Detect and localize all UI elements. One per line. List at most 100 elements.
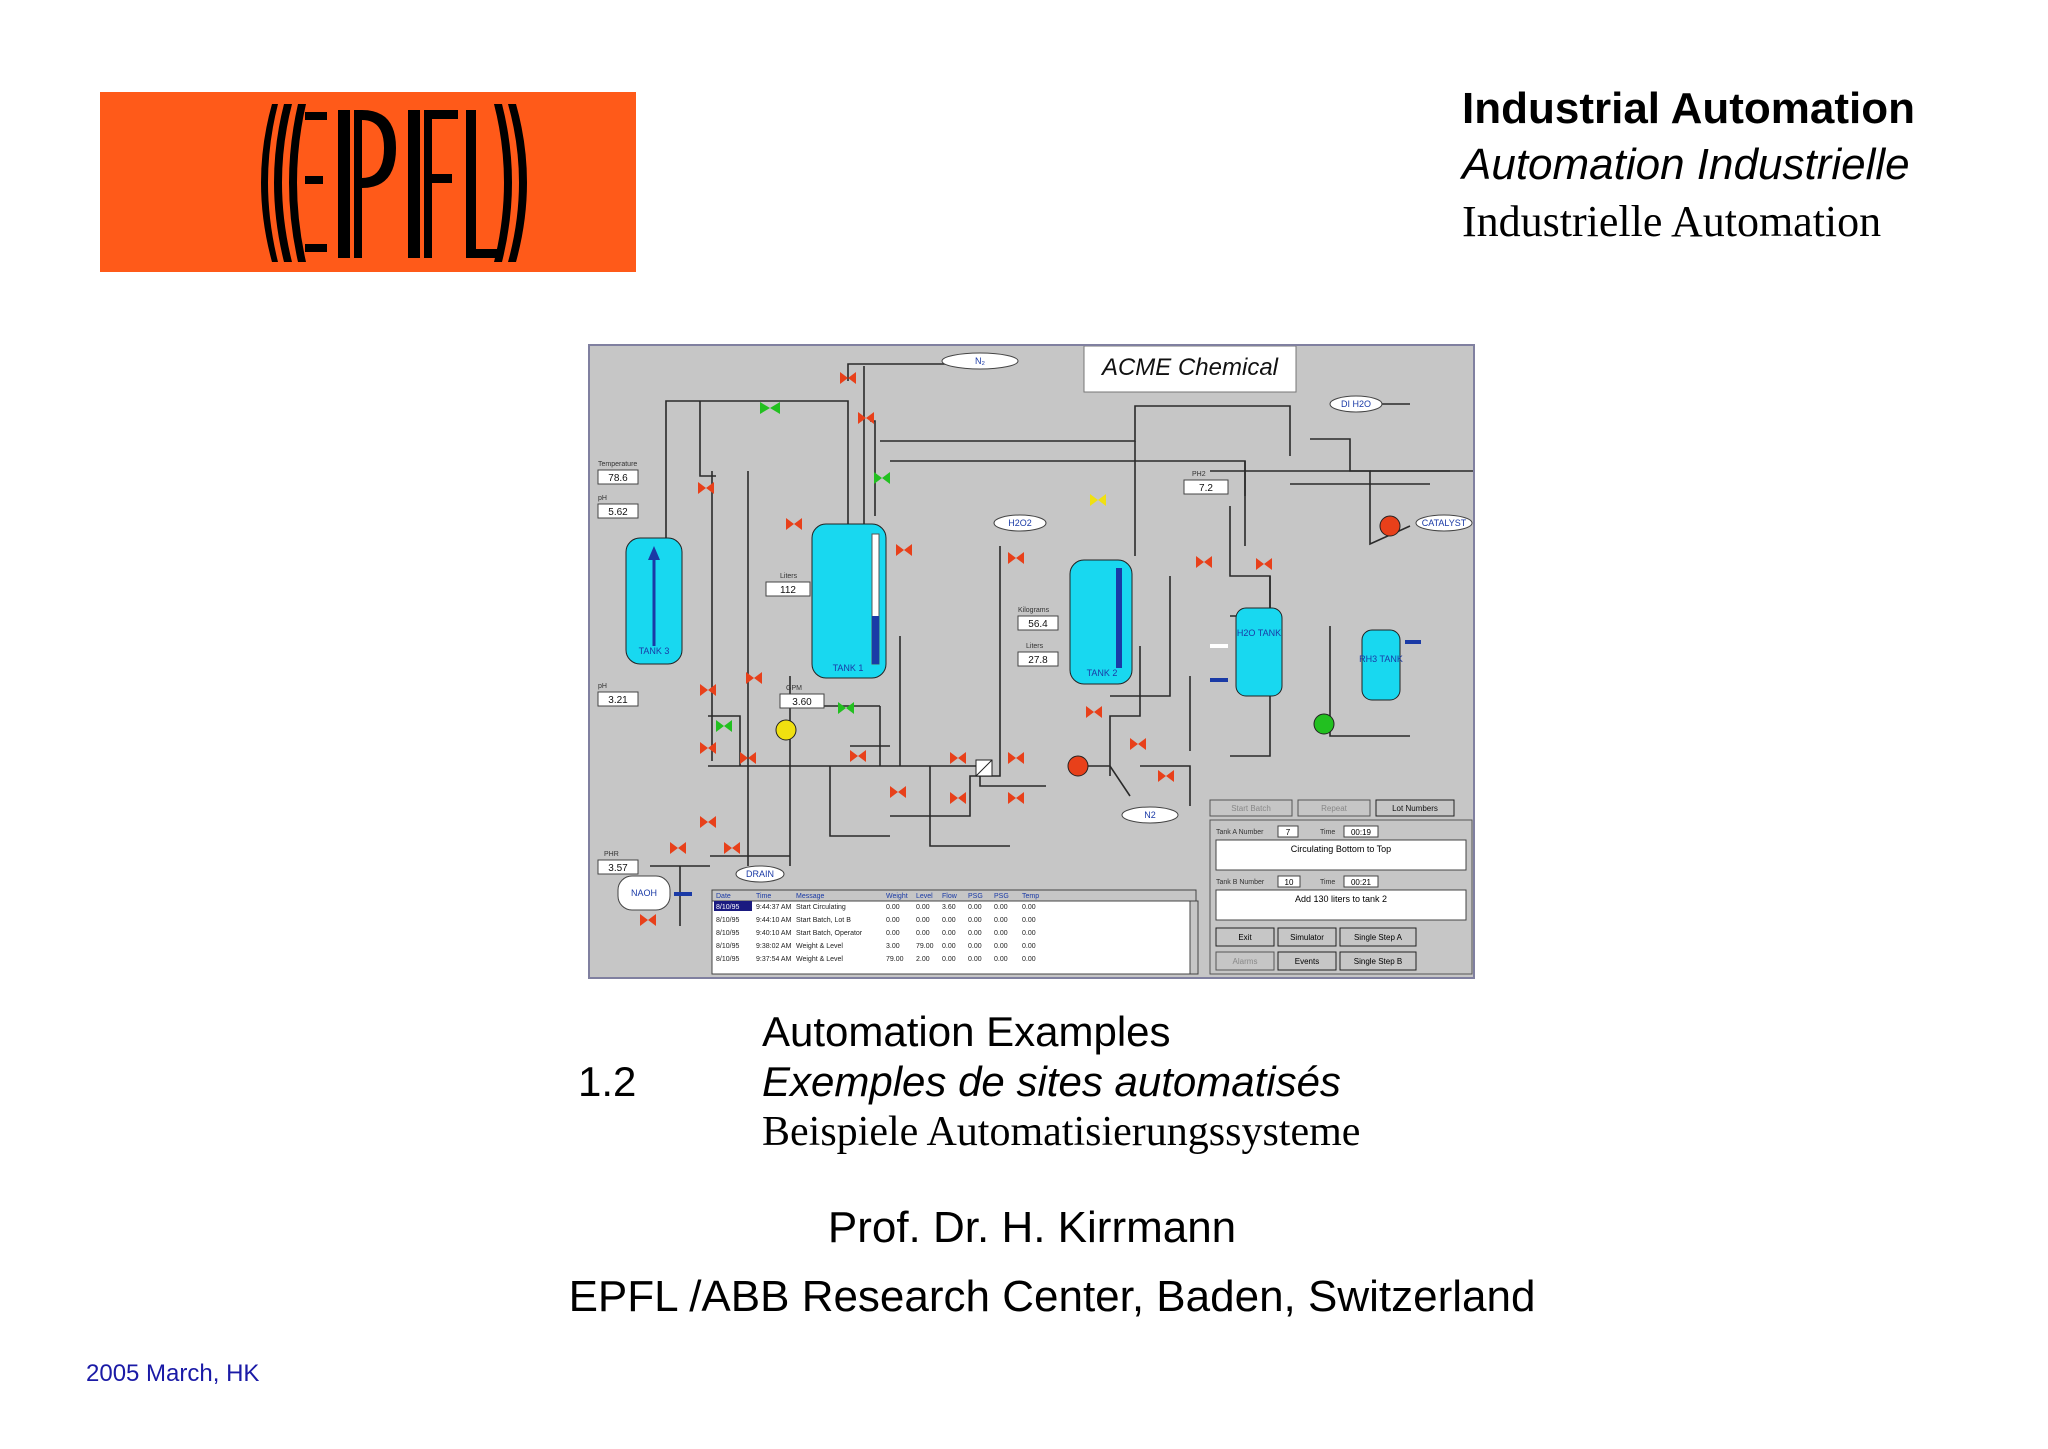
- tank3-label: TANK 3: [639, 646, 670, 656]
- log-cell: 0.00: [886, 917, 900, 924]
- ph2-value: 7.2: [1199, 483, 1213, 494]
- time-a-label: Time: [1320, 829, 1335, 836]
- log-cell: 79.00: [886, 956, 904, 963]
- lot-numbers-button[interactable]: [1375, 799, 1455, 817]
- exit-label: Exit: [1238, 933, 1252, 942]
- log-cell: 8/10/95: [716, 930, 739, 937]
- log-cell: 0.00: [994, 904, 1008, 911]
- time-b-label: Time: [1320, 879, 1335, 886]
- log-cell: 9:44:37 AM: [756, 904, 792, 911]
- single-step-b-button[interactable]: [1339, 951, 1417, 971]
- footer-date: 2005 March, HK: [86, 1360, 260, 1387]
- rh3-tank: [1361, 629, 1401, 701]
- start-batch-button[interactable]: [1209, 799, 1293, 817]
- log-cell: 0.00: [942, 956, 956, 963]
- hmi-screenshot: TANK 3 TANK 1 TANK 2 H2O TANK RH3 TANK A…: [588, 344, 1475, 979]
- naoh-tag: NAOH: [631, 888, 657, 898]
- epfl-logo-mark: [261, 104, 527, 262]
- single-step-a-button[interactable]: [1339, 927, 1417, 947]
- liters2-value: 27.8: [1028, 655, 1048, 666]
- tank-1: [811, 523, 887, 679]
- kg-value: 56.4: [1028, 619, 1048, 630]
- section-number: 1.2: [578, 1058, 637, 1105]
- di-h2o-tag: DI H2O: [1341, 399, 1371, 409]
- course-title-fr: Automation Industrielle: [1462, 140, 1910, 189]
- events-button[interactable]: [1277, 951, 1337, 971]
- log-cell: 8/10/95: [716, 917, 739, 924]
- repeat-button[interactable]: [1297, 799, 1371, 817]
- log-cell: 0.00: [1022, 930, 1036, 937]
- log-cell: Weight & Level: [796, 943, 843, 950]
- catalyst-tag: CATALYST: [1422, 518, 1467, 528]
- log-column-header: Temp: [1022, 893, 1039, 900]
- lot-numbers-label: Lot Numbers: [1392, 804, 1438, 813]
- section-title-en: Automation Examples: [762, 1008, 1171, 1055]
- log-cell: 0.00: [942, 930, 956, 937]
- hmi-title: ACME Chemical: [1100, 354, 1279, 381]
- message-a: Circulating Bottom to Top: [1291, 844, 1391, 854]
- h2o2-tag: H2O2: [1008, 518, 1032, 528]
- log-column-header: Weight: [886, 893, 908, 900]
- log-column-header: Flow: [942, 893, 958, 900]
- log-column-header: Level: [916, 893, 933, 900]
- tank-a-label: Tank A Number: [1216, 829, 1264, 836]
- start-batch-label: Start Batch: [1231, 804, 1271, 813]
- log-cell: 0.00: [994, 956, 1008, 963]
- event-log-rows: 8/10/95 9:44:37 AM Start Circulating 0.00 0.…: [714, 901, 1036, 963]
- epfl-logo: [100, 92, 636, 272]
- log-cell: 0.00: [994, 943, 1008, 950]
- events-label: Events: [1295, 957, 1319, 966]
- tank-2: [1069, 559, 1133, 685]
- author: Prof. Dr. H. Kirrmann: [827, 1203, 1237, 1252]
- log-column-header: PSG: [994, 893, 1009, 900]
- log-cell: 3.00: [886, 943, 900, 950]
- hmi-title-box: [1083, 346, 1297, 393]
- log-cell: 8/10/95: [716, 956, 739, 963]
- log-cell: 2.00: [916, 956, 930, 963]
- log-column-header: Time: [756, 893, 771, 900]
- ph-value: 5.62: [608, 507, 628, 518]
- log-column-header: Message: [796, 893, 825, 900]
- log-cell: 0.00: [1022, 917, 1036, 924]
- message-panel: Tank A Number 7 Time 00:19 Circulating B…: [1209, 819, 1473, 975]
- course-title-de: Industrielle Automation: [1462, 197, 1882, 246]
- liters1-value: 112: [780, 585, 796, 596]
- log-cell: 9:44:10 AM: [756, 917, 792, 924]
- drain-tag: DRAIN: [746, 869, 774, 879]
- log-row[interactable]: 8/10/95 9:44:37 AM Start Circulating 0.00 0.…: [714, 901, 1036, 911]
- log-cell: 8/10/95: [716, 904, 739, 911]
- ph-label: pH: [598, 495, 607, 502]
- log-cell: 0.00: [916, 904, 930, 911]
- valves: [640, 372, 1401, 926]
- log-cell: 9:40:10 AM: [756, 930, 792, 937]
- log-cell: 8/10/95: [716, 943, 739, 950]
- log-cell: 0.00: [942, 943, 956, 950]
- exit-button[interactable]: [1215, 927, 1275, 947]
- ph3-label: pH: [598, 683, 607, 690]
- alarms-button[interactable]: [1215, 951, 1275, 971]
- log-cell: 0.00: [916, 917, 930, 924]
- log-column-header: PSG: [968, 893, 983, 900]
- log-cell: 9:38:02 AM: [756, 943, 792, 950]
- message-b: Add 130 liters to tank 2: [1295, 894, 1387, 904]
- section-title-de: Beispiele Automatisierungssysteme: [762, 1109, 1361, 1155]
- course-title-en: Industrial Automation: [1462, 84, 1916, 133]
- log-cell: 0.00: [994, 917, 1008, 924]
- log-cell: Weight & Level: [796, 956, 843, 963]
- kg-label: Kilograms: [1018, 607, 1050, 614]
- log-cell: 0.00: [886, 904, 900, 911]
- pipes: [650, 363, 1473, 926]
- time-b: 00:21: [1351, 878, 1372, 887]
- rh3-tank-label: RH3 TANK: [1359, 654, 1403, 664]
- phr-value: 3.57: [608, 863, 628, 874]
- gpm-value: 3.60: [792, 697, 812, 708]
- simulator-button[interactable]: [1277, 927, 1337, 947]
- log-cell: Start Circulating: [796, 904, 846, 911]
- liters1-label: Liters: [780, 573, 798, 580]
